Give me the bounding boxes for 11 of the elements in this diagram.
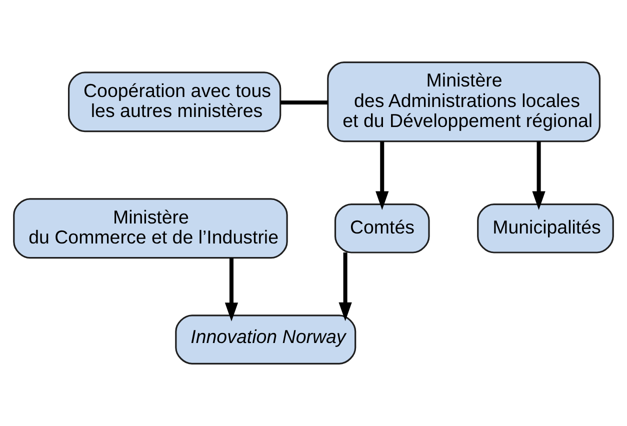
node-box: Comtés: [334, 204, 430, 254]
node-box: Ministère des Administrations locales et du Développement régional: [327, 62, 601, 142]
node-box: Ministère du Commerce et de l’Industrie: [13, 198, 288, 259]
node-box: Coopération avec tous les autres ministères: [68, 72, 282, 132]
arrow: [224, 258, 238, 322]
connector: [280, 100, 328, 105]
node-box: Municipalités: [477, 204, 614, 254]
arrow: [338, 252, 352, 322]
arrow: [532, 142, 546, 210]
node-box: Innovation Norway: [175, 314, 356, 364]
arrow: [376, 142, 389, 210]
